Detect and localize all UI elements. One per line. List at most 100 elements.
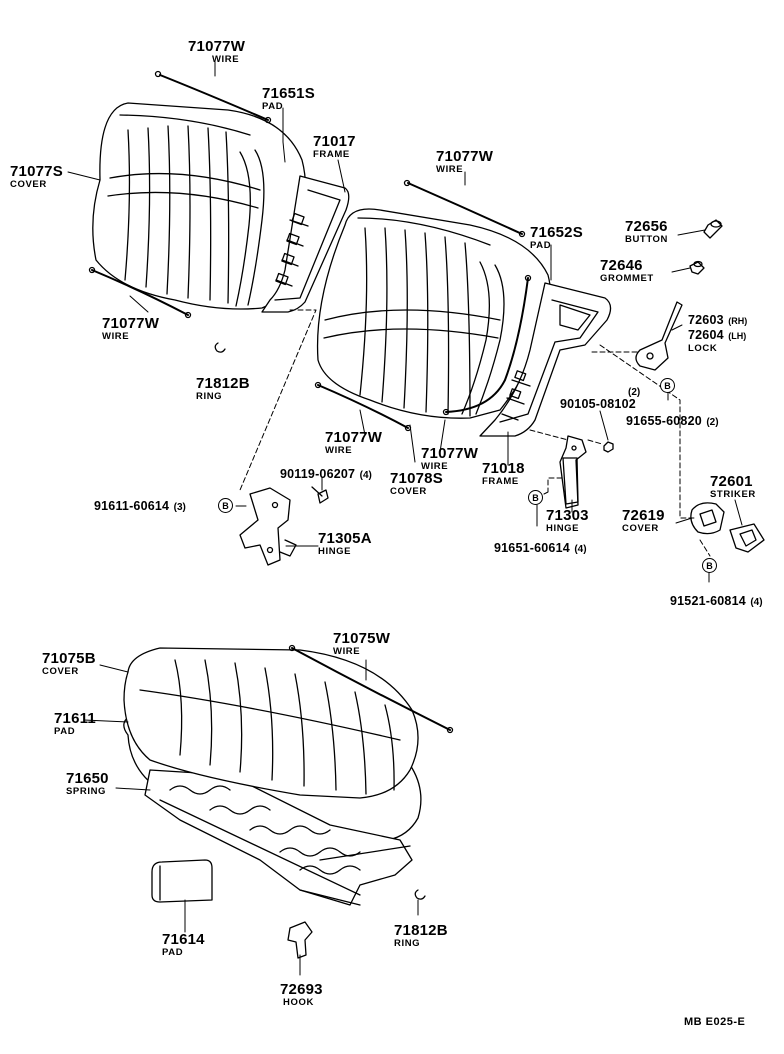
callout-pad-right: 71652S PAD <box>530 225 583 251</box>
part-number: 72656 <box>625 218 668 235</box>
part-name: HINGE <box>318 546 352 557</box>
part-number: 90105-08102 <box>560 397 636 411</box>
right-seatback-frame <box>479 282 612 437</box>
small-pad-shape <box>151 859 213 903</box>
striker-part <box>729 523 765 553</box>
part-number: 71017 <box>313 133 356 150</box>
right-nut <box>603 441 614 453</box>
part-number: 71075B <box>42 650 96 667</box>
part-number: 91611-60614 <box>94 499 170 513</box>
part-name: COVER <box>622 523 659 534</box>
quantity: (3) <box>173 502 186 513</box>
part-number: 71077W <box>436 148 494 165</box>
part-number: 71812B <box>196 375 250 392</box>
part-number: 71651S <box>262 85 315 102</box>
part-name: STRIKER <box>710 489 756 500</box>
hook-shape <box>287 921 313 959</box>
part-number: 71652S <box>530 224 583 241</box>
callout-nut-right: 90105-08102 <box>560 396 636 412</box>
diagram-code: MB E025-E <box>684 1016 746 1028</box>
dashed-guides <box>239 309 711 557</box>
part-name: WIRE <box>421 461 449 472</box>
callout-cushion-pad: 71611 PAD <box>54 711 96 737</box>
callout-cover-left: 71077S COVER <box>10 164 63 190</box>
part-number: 71078S <box>390 470 443 487</box>
part-name: HINGE <box>546 523 580 534</box>
callout-button: 72656 BUTTON <box>625 219 668 245</box>
part-name: SPRING <box>66 786 107 797</box>
callout-hinge-left: 71305A HINGE <box>318 531 372 557</box>
right-inner-wire <box>442 274 532 416</box>
part-number: 72646 <box>600 257 643 274</box>
grommet-part <box>689 260 705 275</box>
callout-striker: 72601 STRIKER <box>710 474 756 500</box>
part-number: 72693 <box>280 981 323 998</box>
bolt-marker-striker: B <box>702 558 717 573</box>
part-number: 71812B <box>394 922 448 939</box>
part-name: COVER <box>390 486 427 497</box>
part-name: WIRE <box>325 445 353 456</box>
left-seatback-frame <box>261 175 350 313</box>
part-name: PAD <box>162 947 184 958</box>
part-number: 71077W <box>421 445 479 462</box>
part-number: 71077W <box>102 315 160 332</box>
callout-lock-rh: 72603 (RH) <box>688 312 747 328</box>
part-name: FRAME <box>313 149 350 160</box>
part-number: 71077W <box>325 429 383 446</box>
right-top-wire <box>403 179 526 238</box>
part-name: WIRE <box>211 54 240 65</box>
part-name: COVER <box>42 666 79 677</box>
part-number: 71303 <box>546 507 589 524</box>
quantity: (2) <box>628 387 641 398</box>
striker-cover-part <box>690 502 725 535</box>
quantity: (4) <box>359 470 372 481</box>
part-suffix: (RH) <box>728 316 748 326</box>
callout-cover-right: 71078S COVER <box>390 471 443 497</box>
callout-wire-top: 71077W WIRE <box>188 39 245 65</box>
leader-lines <box>67 61 743 976</box>
part-number: 71077S <box>10 163 63 180</box>
part-name: PAD <box>530 240 552 251</box>
callout-cushion-wire: 71075W WIRE <box>333 631 390 657</box>
callout-bolt-hinge-left-top: 90119-06207 (4) <box>280 466 372 482</box>
part-name: BUTTON <box>625 234 669 245</box>
part-name: WIRE <box>436 164 464 175</box>
left-top-wire <box>154 70 272 124</box>
part-name: RING <box>196 391 223 402</box>
part-name: GROMMET <box>600 273 654 284</box>
callout-bolt-hinge-right: 91651-60614 (4) <box>494 540 587 556</box>
callout-bolt-right-lock: 91655-60820 (2) <box>626 413 719 429</box>
callout-wire-mid-left: 71077W WIRE <box>325 430 382 456</box>
part-name: RING <box>394 938 421 949</box>
part-number: 71614 <box>162 931 205 948</box>
part-name: COVER <box>10 179 47 190</box>
callout-frame-left: 71017 FRAME <box>313 134 356 160</box>
cushion-wire-line <box>288 644 454 734</box>
part-suffix: (LH) <box>728 331 747 341</box>
callout-spring: 71650 SPRING <box>66 771 109 797</box>
callout-wire-mid-right: 71077W WIRE <box>421 446 478 472</box>
callout-lock-lh: 72604 (LH) LOCK <box>688 327 746 354</box>
left-ring <box>214 342 226 353</box>
cushion-spring-shape <box>144 769 413 906</box>
button-part <box>703 219 723 239</box>
part-number: 71077W <box>188 38 246 55</box>
callout-lock-qty: (2) <box>628 383 640 399</box>
left-hinge <box>239 487 297 566</box>
callout-wire-right-top: 71077W WIRE <box>436 149 493 175</box>
lock-part <box>635 301 683 371</box>
part-name: FRAME <box>482 476 519 487</box>
part-name: PAD <box>262 101 284 112</box>
part-number: 72604 <box>688 328 724 342</box>
callout-wire-left-lower: 71077W WIRE <box>102 316 159 342</box>
part-number: 71075W <box>333 630 391 647</box>
callout-bolt-striker: 91521-60814 (4) <box>670 593 763 609</box>
quantity: (2) <box>706 417 719 428</box>
part-number: 71305A <box>318 530 372 547</box>
callout-hook: 72693 HOOK <box>280 982 323 1008</box>
quantity: (4) <box>750 597 763 608</box>
callout-ring-upper: 71812B RING <box>196 376 250 402</box>
part-name: HOOK <box>283 997 314 1008</box>
part-number: 72603 <box>688 313 724 327</box>
part-number: 71611 <box>54 710 96 727</box>
